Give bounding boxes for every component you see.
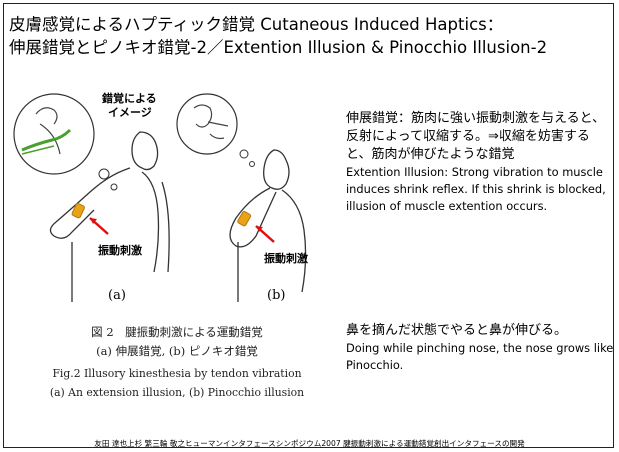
title-line-1: 皮膚感覚によるハプティック錯覚 Cutaneous Induced Haptic… (9, 15, 504, 34)
pinocchio-illusion-jp: 鼻を摘んだ状態でやると鼻が伸びる。 (346, 323, 568, 338)
panel-a-vibrator (71, 203, 85, 219)
extension-illusion-jp: 伸展錯覚：筋肉に強い振動刺激を与えると、反射によって収縮する。⇒収縮を妨害すると… (346, 111, 606, 162)
slide: 皮膚感覚によるハプティック錯覚 Cutaneous Induced Haptic… (3, 3, 614, 448)
panel-b-label: (b) (267, 288, 286, 303)
bubble-caption: 錯覚による イメージ (102, 92, 157, 120)
panel-b-vibrator (237, 211, 252, 227)
panel-b-person (229, 149, 307, 302)
panel-b-stimulus-label: 振動刺激 (264, 252, 308, 265)
panel-a-person (49, 131, 170, 302)
illusion-figure: 錯覚による イメージ 振動刺激 振動刺激 (a) (b) 図 2 腱振動刺激によ… (12, 92, 342, 412)
caption-jp-sub: (a) 伸展錯覚, (b) ピノキオ錯覚 (96, 344, 258, 358)
bubble-text-2: イメージ (108, 106, 152, 119)
title-line-2: 伸展錯覚とピノキオ錯覚-2／Extention Illusion & Pinoc… (9, 38, 548, 57)
illusion-arm (21, 128, 72, 152)
pinocchio-illusion-en: Doing while pinching nose, the nose grow… (346, 341, 614, 372)
pinocchio-illusion-block: 鼻を摘んだ状態でやると鼻が伸びる。 Doing while pinching n… (346, 322, 614, 374)
figure-illustration (13, 93, 307, 302)
extension-illusion-en: Extention Illusion: Strong vibration to … (346, 165, 606, 213)
caption-jp: 図 2 腱振動刺激による運動錯覚 (91, 325, 263, 339)
caption-en: Fig.2 Illusory kinesthesia by tendon vib… (52, 367, 302, 380)
citation-footer: 友田 達也上杉 繁三輪 敬之ヒューマンインタフェースシンポジウム2007 腱振動… (94, 439, 525, 448)
bubble-text-1: 錯覚による (102, 92, 157, 105)
panel-a-stimulus-label: 振動刺激 (98, 244, 142, 257)
panel-b-thought-bubble (176, 93, 255, 167)
panel-a-thought-bubble (13, 93, 118, 191)
slide-title: 皮膚感覚によるハプティック錯覚 Cutaneous Induced Haptic… (9, 13, 609, 59)
extension-illusion-block: 伸展錯覚：筋肉に強い振動刺激を与えると、反射によって収縮する。⇒収縮を妨害すると… (346, 110, 614, 215)
panel-a-label: (a) (108, 288, 126, 303)
caption-en-sub: (a) An extension illusion, (b) Pinocchio… (49, 386, 305, 399)
